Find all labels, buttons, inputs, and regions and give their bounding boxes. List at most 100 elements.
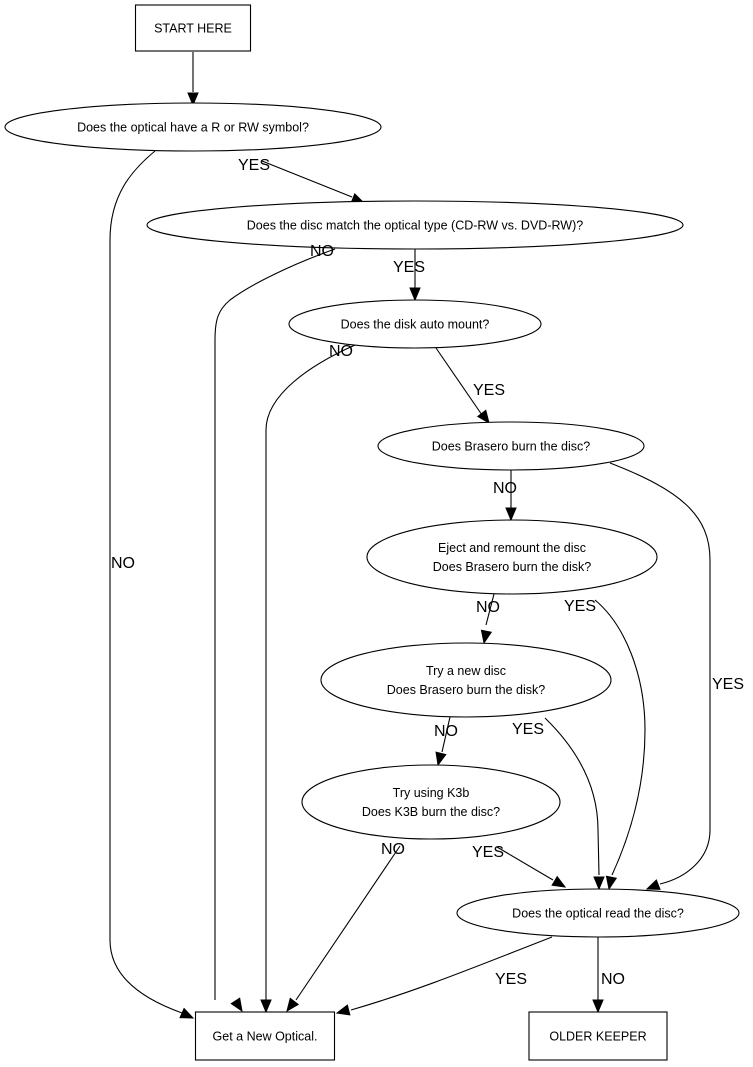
arrowhead-icon bbox=[179, 1007, 195, 1019]
decision-ellipse bbox=[301, 764, 561, 840]
node-label: Does Brasero burn the disk? bbox=[433, 560, 591, 574]
edge-q_new_disc-to-q_k3b bbox=[435, 716, 451, 767]
edge-label-yes: YES bbox=[712, 676, 744, 693]
edge-q_brasero-to-q_optical_read bbox=[609, 462, 711, 890]
node-label: Try a new disc bbox=[426, 664, 506, 678]
decision-ellipse bbox=[456, 888, 740, 938]
edge-q_k3b-to-q_optical_read bbox=[496, 846, 567, 888]
edge-line bbox=[350, 936, 553, 1011]
node-older-keeper: OLDER KEEPER bbox=[528, 1011, 668, 1061]
edge-q_k3b-to-new_optical bbox=[286, 845, 401, 1013]
arrowhead-icon bbox=[435, 751, 447, 767]
edge-label-yes: YES bbox=[472, 844, 504, 861]
edge-label-yes: YES bbox=[393, 259, 425, 276]
arrowhead-icon bbox=[230, 997, 243, 1013]
edge-q_new_disc-to-q_optical_read bbox=[544, 717, 605, 891]
edge-q_auto_mount-to-new_optical bbox=[260, 344, 356, 1014]
node-label: Does the optical read the disc? bbox=[512, 907, 684, 921]
edge-q_eject_remount-to-q_optical_read bbox=[594, 599, 646, 891]
edge-label-no: NO bbox=[381, 841, 405, 858]
edge-line bbox=[544, 717, 600, 876]
nodes-layer: START HERE Does the optical have a R or R… bbox=[4, 4, 740, 1061]
arrowhead-icon bbox=[409, 287, 421, 302]
arrowhead-icon bbox=[260, 999, 272, 1014]
node-label: START HERE bbox=[154, 22, 232, 36]
edge-label-no: NO bbox=[329, 343, 353, 360]
edge-label-yes: YES bbox=[238, 157, 270, 174]
edge-label-no: NO bbox=[601, 971, 625, 988]
decision-ellipse bbox=[4, 102, 382, 152]
arrowhead-icon bbox=[645, 879, 661, 890]
edge-labels-layer: YES NO YES NO YES NO NO YES NO YES NO YES NO YES YES NO bbox=[111, 157, 744, 988]
arrowhead-icon bbox=[592, 999, 604, 1014]
edges-layer bbox=[109, 52, 711, 1019]
edge-q_auto_mount-to-q_brasero bbox=[435, 347, 490, 425]
node-new-optical: Get a New Optical. bbox=[194, 1011, 336, 1061]
edge-q_eject_remount-to-q_new_disc bbox=[480, 593, 495, 645]
edge-line bbox=[265, 344, 356, 1000]
node-label: Try using K3b bbox=[393, 786, 470, 800]
edge-label-yes: YES bbox=[512, 721, 544, 738]
edge-label-yes: YES bbox=[473, 382, 505, 399]
edge-line bbox=[435, 347, 483, 416]
edge-line bbox=[295, 845, 401, 1001]
node-label: Eject and remount the disc bbox=[438, 541, 586, 555]
edge-line bbox=[594, 599, 646, 876]
node-q-disc-match: Does the disc match the optical type (CD… bbox=[146, 200, 684, 250]
arrowhead-icon bbox=[505, 507, 517, 522]
arrowhead-icon bbox=[476, 409, 490, 425]
edge-label-no: NO bbox=[476, 599, 500, 616]
arrowhead-icon bbox=[605, 875, 618, 891]
decision-ellipse bbox=[366, 519, 658, 595]
node-start: START HERE bbox=[134, 4, 252, 52]
node-q-optical-read: Does the optical read the disc? bbox=[456, 888, 740, 938]
edge-line bbox=[109, 150, 183, 1014]
start-box bbox=[134, 4, 252, 52]
edge-q_optical_read-to-new_optical bbox=[335, 936, 553, 1016]
node-label: Does K3B burn the disc? bbox=[362, 805, 500, 819]
edge-line bbox=[261, 160, 353, 198]
edge-label-no: NO bbox=[310, 243, 334, 260]
edge-label-yes: YES bbox=[564, 598, 596, 615]
node-label: OLDER KEEPER bbox=[549, 1030, 646, 1044]
edge-label-no: NO bbox=[111, 555, 135, 572]
edge-start-to-q_rw_symbol bbox=[187, 52, 199, 107]
decision-ellipse bbox=[320, 642, 612, 718]
edge-label-no: NO bbox=[434, 723, 458, 740]
edge-q_rw_symbol-to-q_disc_match bbox=[261, 160, 366, 204]
terminal-box bbox=[528, 1011, 668, 1061]
edge-q_brasero-to-q_eject_remount bbox=[505, 470, 517, 522]
edge-line bbox=[609, 462, 711, 885]
edge-line bbox=[485, 593, 495, 626]
edge-line bbox=[441, 716, 451, 753]
arrowhead-icon bbox=[286, 997, 300, 1013]
edge-line bbox=[214, 248, 336, 1000]
decision-ellipse bbox=[146, 200, 684, 250]
node-label: Does Brasero burn the disk? bbox=[387, 683, 545, 697]
node-q-auto-mount: Does the disk auto mount? bbox=[288, 299, 542, 349]
node-q-rw-symbol: Does the optical have a R or RW symbol? bbox=[4, 102, 382, 152]
node-q-brasero: Does Brasero burn the disc? bbox=[377, 421, 645, 471]
edge-q_rw_symbol-to-new_optical bbox=[109, 150, 195, 1019]
decision-ellipse bbox=[288, 299, 542, 349]
edge-q_optical_read-to-older_keeper bbox=[592, 937, 604, 1014]
arrowhead-icon bbox=[187, 92, 199, 107]
edge-line bbox=[496, 846, 554, 881]
arrowhead-icon bbox=[480, 629, 493, 645]
arrowhead-icon bbox=[335, 1004, 351, 1016]
node-label: Get a New Optical. bbox=[213, 1030, 318, 1044]
edge-label-no: NO bbox=[493, 480, 517, 497]
decision-ellipse bbox=[377, 421, 645, 471]
edge-q_disc_match-to-new_optical bbox=[214, 248, 336, 1013]
terminal-box bbox=[194, 1011, 336, 1061]
arrowhead-icon bbox=[551, 875, 567, 888]
node-label: Does the disc match the optical type (CD… bbox=[247, 219, 583, 233]
arrowhead-icon bbox=[593, 876, 605, 891]
edge-q_disc_match-to-q_auto_mount bbox=[409, 249, 421, 302]
edge-label-yes: YES bbox=[495, 971, 527, 988]
node-label: Does the disk auto mount? bbox=[341, 318, 490, 332]
